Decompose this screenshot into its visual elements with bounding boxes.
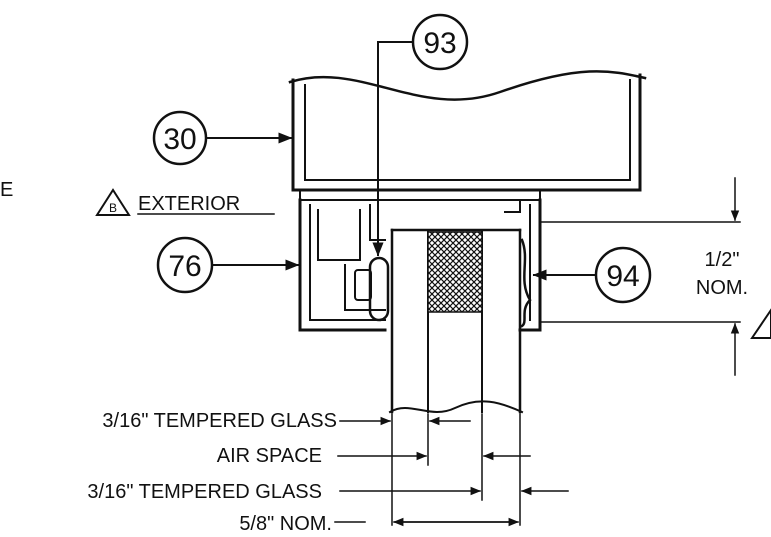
glass-outer-label: 3/16" TEMPERED GLASS xyxy=(102,410,337,432)
callout-94-number: 94 xyxy=(606,260,639,293)
revision-triangle-icon xyxy=(95,188,131,216)
callout-30-number: 30 xyxy=(163,123,196,156)
glass-inner-label: 3/16" TEMPERED GLASS xyxy=(87,481,322,503)
wedge-gasket xyxy=(520,238,532,328)
dimension-half-inch-value: 1/2" xyxy=(705,249,740,271)
overall-label: 5/8" NOM. xyxy=(239,513,332,535)
glazing-gasket xyxy=(354,256,390,322)
callout-76: 76 xyxy=(156,236,300,294)
insulated-glass-unit xyxy=(388,228,524,414)
air-space-label: AIR SPACE xyxy=(217,445,322,467)
callout-93: 93 xyxy=(372,13,469,257)
header-extrusion xyxy=(288,70,647,201)
dimension-half-inch-nom: NOM. xyxy=(696,277,748,299)
callout-94: 94 xyxy=(532,246,652,304)
dimension-half-inch: 1/2" NOM. xyxy=(539,177,771,376)
frame-extrusion xyxy=(298,198,542,332)
bottom-dimensions: 3/16" TEMPERED GLASS AIR SPACE 3/16" TEM… xyxy=(87,410,569,535)
left-edge-letter: E xyxy=(0,179,13,201)
callout-93-number: 93 xyxy=(423,27,456,60)
callout-76-number: 76 xyxy=(168,250,201,283)
revision-mark: B xyxy=(109,201,117,215)
revision-triangle-edge-icon xyxy=(750,308,771,339)
callout-30: 30 xyxy=(152,110,293,166)
exterior-label: B EXTERIOR xyxy=(95,188,275,216)
exterior-text: EXTERIOR xyxy=(138,193,240,215)
spacer-desiccant xyxy=(427,231,483,313)
